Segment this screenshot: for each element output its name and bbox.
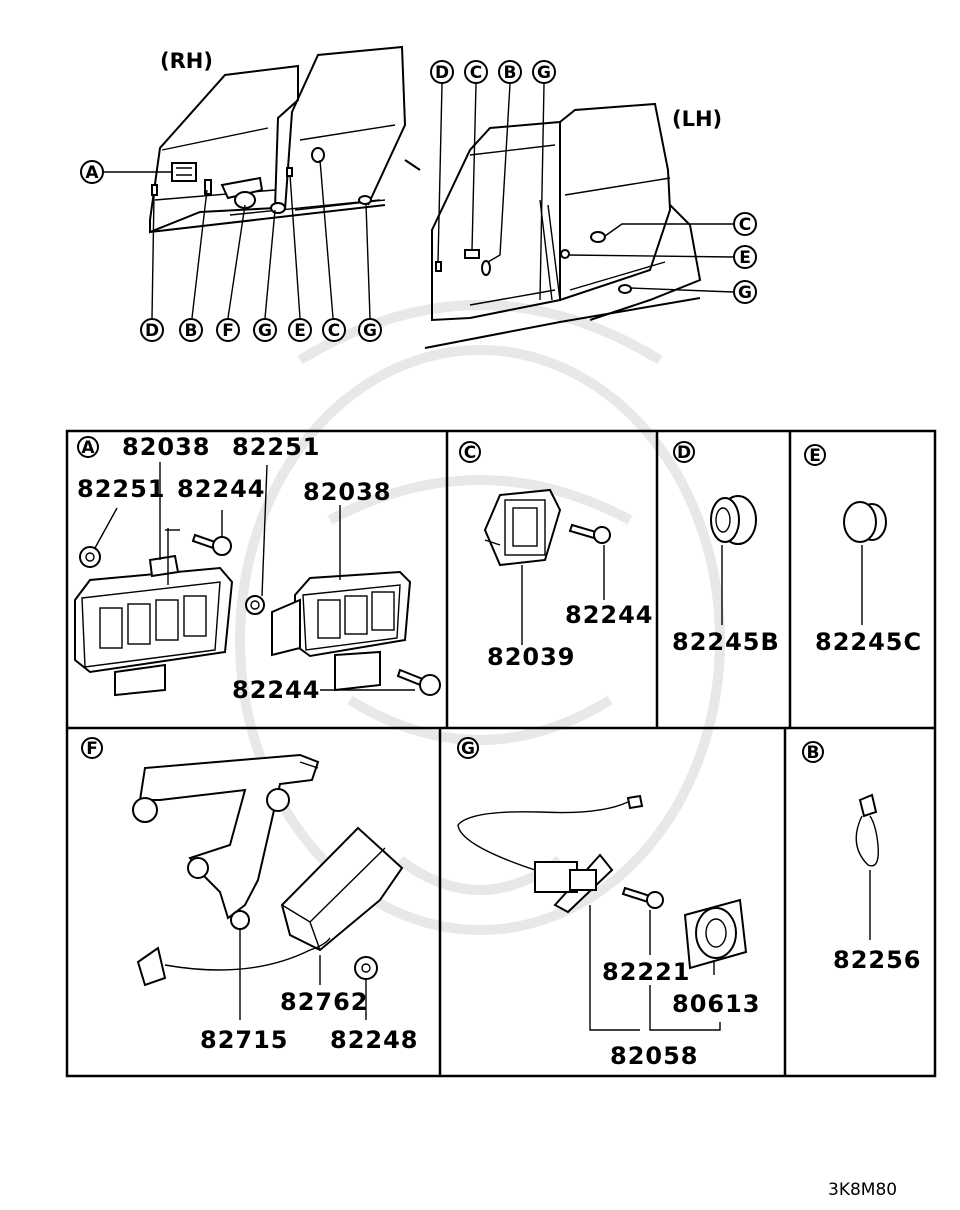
power-window-sub-switch	[271, 570, 412, 692]
boot-80613	[683, 898, 748, 970]
part-label: 82058	[610, 1042, 699, 1070]
lh-callout-g-top: G	[532, 60, 556, 84]
part-label: 82038	[122, 433, 211, 461]
harness-connector	[136, 937, 331, 987]
part-label: 82221	[602, 958, 691, 986]
panel-c: C 82244 82039	[459, 441, 654, 671]
svg-text:B: B	[807, 743, 820, 763]
svg-text:E: E	[294, 321, 306, 341]
panel-a: A 82038 82251 82251 82244 82038 82244	[74, 433, 441, 704]
screw-82244-upper	[191, 533, 232, 556]
lh-callout-d: D	[430, 60, 454, 84]
rh-callout-b: B	[179, 318, 203, 342]
screw-82244-c	[568, 523, 611, 544]
svg-text:C: C	[328, 321, 340, 341]
courtesy-switch-82058	[457, 794, 644, 914]
svg-text:D: D	[677, 443, 691, 463]
lh-vehicle-view: (LH)	[424, 83, 734, 349]
panel-c-letter: C	[459, 441, 481, 463]
lh-callout-g-right: G	[733, 280, 757, 304]
svg-text:B: B	[504, 63, 517, 83]
svg-text:G: G	[738, 283, 752, 303]
svg-text:F: F	[86, 739, 98, 759]
part-label: 82244	[232, 676, 321, 704]
rh-callout-a: A	[80, 160, 104, 184]
panel-g: G 82221 80613 82058	[457, 737, 761, 1070]
part-label: 82248	[330, 1026, 419, 1054]
panel-b-letter: B	[802, 741, 824, 763]
svg-text:C: C	[470, 63, 482, 83]
rh-vehicle-view: (RH)	[104, 45, 421, 319]
bracket-82715	[132, 753, 320, 930]
panel-d-letter: D	[673, 441, 695, 463]
lh-callout-c-top: C	[464, 60, 488, 84]
clip-82251-left	[79, 546, 101, 568]
lh-callout-b: B	[498, 60, 522, 84]
lh-callout-e: E	[733, 245, 757, 269]
svg-text:E: E	[739, 248, 751, 268]
panel-e: E 82245C	[804, 444, 922, 656]
control-unit-82762	[280, 826, 404, 952]
part-label: 82245C	[815, 628, 922, 656]
part-label: 82038	[303, 478, 392, 506]
svg-text:B: B	[185, 321, 198, 341]
part-label: 82039	[487, 643, 576, 671]
part-label: 82244	[565, 601, 654, 629]
part-label: 82251	[77, 475, 166, 503]
part-label: 82762	[280, 988, 369, 1016]
svg-text:D: D	[435, 63, 449, 83]
panel-e-letter: E	[804, 444, 826, 466]
rh-callout-c: C	[322, 318, 346, 342]
panel-a-letter: A	[77, 436, 99, 458]
clip-82251-right	[245, 595, 265, 615]
rh-label: (RH)	[160, 49, 213, 73]
panel-grid	[65, 429, 937, 1078]
svg-text:G: G	[461, 739, 475, 759]
panel-b: B 82256	[802, 741, 922, 974]
part-label: 82245B	[672, 628, 780, 656]
lh-label: (LH)	[672, 107, 722, 131]
svg-text:A: A	[85, 163, 99, 183]
svg-text:F: F	[222, 321, 234, 341]
svg-text:E: E	[809, 446, 821, 466]
nut-82248	[354, 956, 378, 980]
panel-f: F 82762 82715 82248	[81, 737, 419, 1054]
rh-callout-g1: G	[253, 318, 277, 342]
part-label: 82244	[177, 475, 266, 503]
rh-callout-e: E	[288, 318, 312, 342]
part-label: 80613	[672, 990, 761, 1018]
screw-82244-lower	[396, 668, 441, 696]
diagram-code: 3K8M80	[828, 1180, 897, 1200]
svg-text:G: G	[258, 321, 272, 341]
power-window-main-switch	[74, 554, 234, 697]
part-label: 82715	[200, 1026, 289, 1054]
panel-d: D 82245B	[672, 441, 780, 656]
rh-callout-d: D	[140, 318, 164, 342]
rh-callout-f: F	[216, 318, 240, 342]
svg-text:G: G	[363, 321, 377, 341]
part-label: 82256	[833, 946, 922, 974]
plug-82245c	[843, 501, 887, 543]
svg-text:C: C	[739, 215, 751, 235]
part-label: 82251	[232, 433, 321, 461]
rh-callout-g2: G	[358, 318, 382, 342]
svg-text:D: D	[145, 321, 159, 341]
svg-text:A: A	[81, 438, 95, 458]
screw-82221	[621, 886, 664, 909]
svg-text:C: C	[464, 443, 476, 463]
panel-f-letter: F	[81, 737, 103, 759]
clip-82256	[855, 793, 879, 867]
lh-callout-c-right: C	[733, 212, 757, 236]
grommet-82245b	[710, 495, 757, 545]
panel-g-letter: G	[457, 737, 479, 759]
svg-text:G: G	[537, 63, 551, 83]
switch-82039	[483, 488, 562, 567]
